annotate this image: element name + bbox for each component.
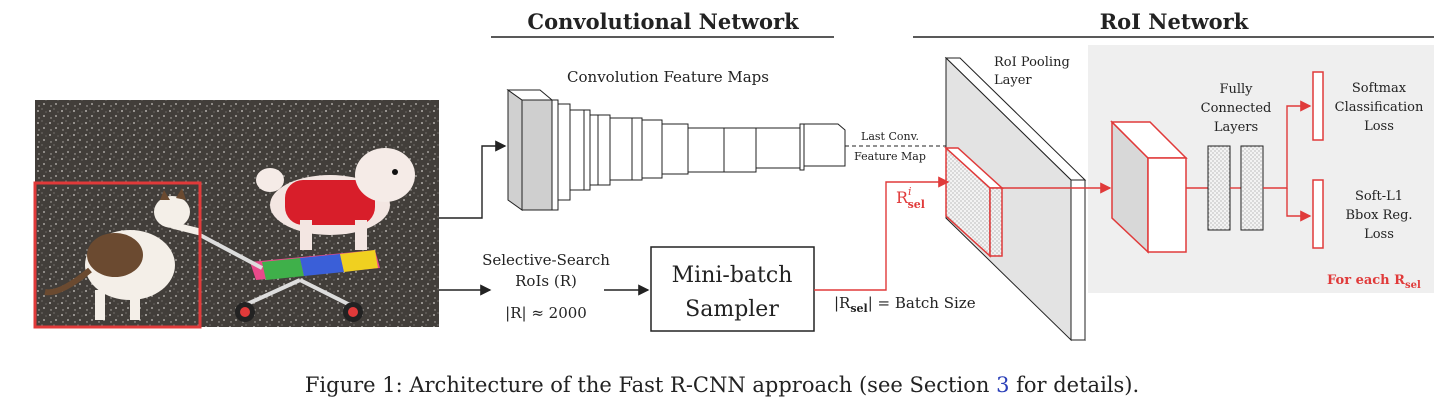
conv-maps-label: Convolution Feature Maps: [567, 68, 769, 86]
selective-search-label: RoIs (R): [515, 272, 577, 290]
fc-label: Layers: [1214, 120, 1258, 135]
for-each-label: For each Rsel: [1327, 273, 1421, 291]
roi-pooling-label: Layer: [994, 73, 1032, 88]
fc-label: Connected: [1201, 101, 1272, 116]
last-conv-label: Feature Map: [854, 150, 926, 163]
selective-search-count: |R| ≈ 2000: [505, 304, 587, 322]
dog: [256, 148, 415, 250]
image-to-conv-arrow: [439, 140, 507, 219]
conv-feature-maps: [506, 89, 846, 211]
fc-layer-1: [1207, 145, 1231, 231]
bbox-label: Loss: [1364, 227, 1394, 242]
sampler-label: Sampler: [685, 297, 779, 322]
section-link[interactable]: 3: [996, 373, 1009, 397]
fc-to-softmax-arrow: [1263, 100, 1312, 189]
fc-to-bbox-arrow: [1286, 188, 1312, 222]
sampler-label: Mini-batch: [672, 263, 793, 288]
softmax-label: Classification: [1335, 100, 1424, 115]
bbox-label: Bbox Reg.: [1345, 208, 1412, 223]
selective-search-label: Selective-Search: [482, 251, 610, 269]
header-convolutional-network: Convolutional Network: [527, 9, 799, 34]
input-image: [35, 100, 439, 327]
pooled-feature: [1110, 120, 1188, 254]
bbox-output: [1312, 179, 1324, 249]
header-roi-network: RoI Network: [1100, 9, 1249, 34]
roi-box: [33, 181, 202, 329]
softmax-label: Softmax: [1352, 81, 1407, 96]
last-conv-label: Last Conv.: [861, 130, 919, 143]
batch-size-label: |Rsel| = Batch Size: [834, 294, 976, 315]
stroller: [199, 233, 380, 322]
sampler-to-roi-arrow: [814, 176, 950, 291]
mini-batch-sampler-box: [650, 246, 815, 332]
fc-layer-2: [1240, 145, 1264, 231]
fc-label: Fully: [1219, 82, 1253, 97]
roi-pooling-layer: [944, 56, 1087, 342]
softmax-output: [1312, 71, 1324, 141]
cat: [44, 188, 201, 320]
roi-projection: [944, 146, 1004, 258]
figure-caption: Figure 1: Architecture of the Fast R-CNN…: [305, 373, 1139, 397]
softmax-label: Loss: [1364, 119, 1394, 134]
roi-pooling-label: RoI Pooling: [994, 55, 1070, 70]
bbox-label: Soft-L1: [1355, 189, 1403, 204]
